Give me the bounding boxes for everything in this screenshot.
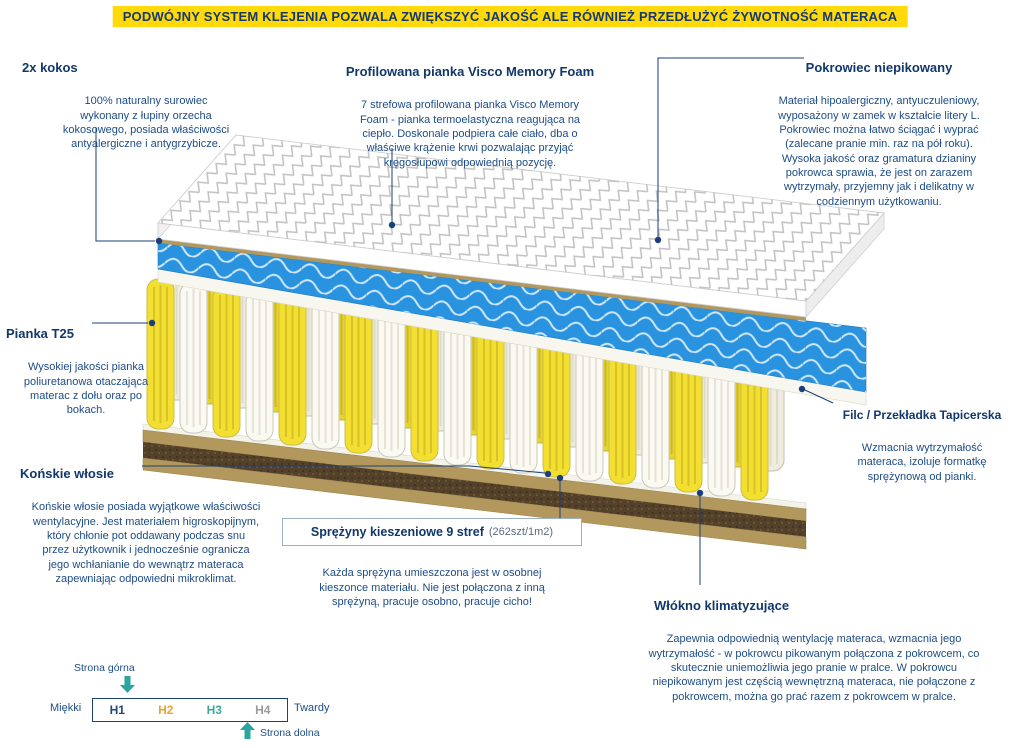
annotation-t25-foam: Pianka T25 Wysokiej jakości pianka poliu… [0,312,172,432]
firmness-h1[interactable]: H1 [109,703,125,717]
connector-dot [696,489,704,497]
soft-label: Miękki [50,702,82,714]
connector-dot [155,237,163,245]
felt-title: Filc / Przekładka Tapicerska [842,408,1002,423]
springs-text: Każda sprężyna umieszczona jest w osobne… [319,567,545,608]
arrow-up-icon [240,722,255,739]
springs-title: Sprężyny kieszeniowe 9 stref [310,525,484,539]
connector-dot [544,470,552,478]
springs-count: (262szt/1m2) [488,526,554,538]
t25-text: Wysokiej jakości pianka poliuretanowa ot… [23,361,149,417]
connector-dot [388,221,396,229]
springs-label-box: Sprężyny kieszeniowe 9 stref (262szt/1m2… [282,518,582,546]
horsehair-title: Końskie włosie [20,466,114,482]
annotation-springs: Każda sprężyna umieszczona jest w osobne… [276,552,588,623]
arrow-down-icon [120,676,135,693]
cover-title: Pokrowiec niepikowany [805,60,953,76]
visco-text: 7 strefowa profilowana pianka Visco Memo… [359,99,581,169]
top-side-label: Strona górna [74,662,135,674]
connector-konskie [142,465,546,474]
t25-title: Pianka T25 [6,326,74,342]
annotation-felt: Filc / Przekładka Tapicerska Wzmacnia wy… [826,394,1018,498]
annotation-cover: Pokrowiec niepikowany Materiał hipoalerg… [742,46,1016,223]
annotation-visco: Profilowana pianka Visco Memory Foam 7 s… [322,50,618,184]
connector-dot [654,236,662,244]
header-banner: PODWÓJNY SYSTEM KLEJENIA POZWALA ZWIĘKSZ… [112,6,908,27]
climate-fiber-title: Włókno klimatyzujące [654,598,790,614]
connector-dots [148,221,806,497]
cover-text: Materiał hipoalergiczny, antyuczuleniowy… [778,95,980,208]
connector-pokrowiec [657,57,804,237]
felt-text: Wzmacnia wytrzymałość materaca, izoluje … [857,442,987,483]
visco-title: Profilowana pianka Visco Memory Foam [345,64,595,80]
firmness-h4[interactable]: H4 [255,703,271,717]
connector-filc [804,389,834,404]
connector-lines [92,57,834,585]
firmness-scale: H1 H2 H3 H4 [92,698,288,722]
annotation-climate-fiber: Włókno klimatyzujące Zapewnia odpowiedni… [612,584,1016,718]
firmness-h2-selected[interactable]: H2 [158,703,174,717]
connector-kokos [95,128,155,242]
annotation-coconut: 2x kokos 100% naturalny surowiec wykonan… [6,46,286,166]
annotation-horsehair: Końskie włosie Końskie włosie posiada wy… [0,452,292,601]
firmness-h3[interactable]: H3 [206,703,222,717]
coconut-text: 100% naturalny surowiec wykonany z łupin… [62,95,230,151]
connector-dot [148,319,156,327]
climate-fiber-text: Zapewnia odpowiednią wentylację materaca… [648,633,980,703]
horsehair-text: Końskie włosie posiada wyjątkowe właściw… [31,501,261,585]
connector-dot [798,385,806,393]
hard-label: Twardy [294,702,330,714]
connector-dot [556,474,564,482]
coconut-top-layer [158,239,806,321]
bottom-side-label: Strona dolna [260,727,320,739]
coconut-title: 2x kokos [22,60,78,76]
